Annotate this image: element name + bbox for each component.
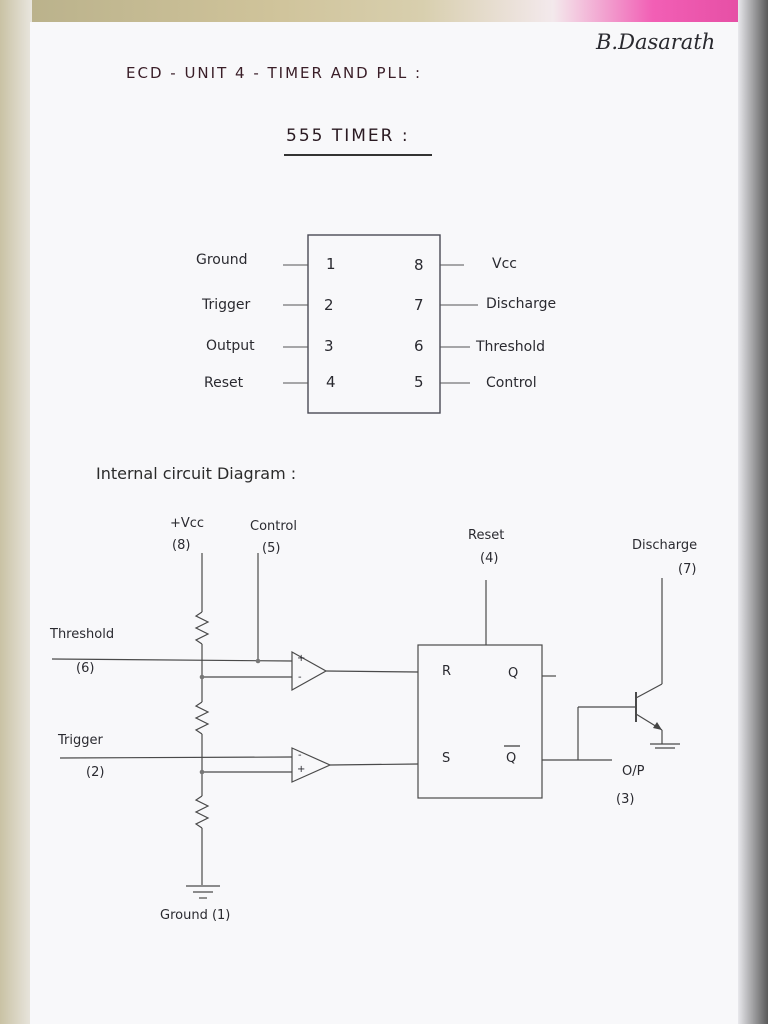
transistor-collector <box>635 683 663 699</box>
label-vcc: +Vcc <box>170 516 205 531</box>
pin-label-ground: Ground <box>196 252 248 268</box>
threshold-wire <box>51 658 293 662</box>
label-ground: Ground (1) <box>160 908 231 923</box>
label-control: Control <box>250 519 297 534</box>
section-subtitle: 555 TIMER : <box>286 126 410 146</box>
comparator-upper-plus: + <box>297 653 306 664</box>
label-output: O/P <box>622 764 645 779</box>
label-discharge-pin: (7) <box>678 562 697 577</box>
pin-label-output: Output <box>206 338 255 354</box>
photo-background-top <box>0 0 768 26</box>
label-discharge: Discharge <box>632 538 698 553</box>
node-divider-upper <box>199 674 205 680</box>
internal-circuit-title: Internal circuit Diagram : <box>96 464 297 483</box>
node-divider-lower <box>199 769 205 775</box>
pin-label-threshold: Threshold <box>476 339 545 355</box>
label-trigger: Trigger <box>58 733 103 748</box>
comparator-upper <box>291 650 328 692</box>
emitter-arrow <box>653 722 662 730</box>
pin-number-3: 3 <box>324 337 334 355</box>
author-name: B.Dasarath <box>596 30 716 54</box>
page-heading: ECD - UNIT 4 - TIMER AND PLL : <box>126 64 423 82</box>
label-threshold-pin: (6) <box>76 661 95 676</box>
pin-number-2: 2 <box>324 296 334 314</box>
comparator1-output-wire <box>325 670 419 673</box>
pin-number-5: 5 <box>414 373 424 391</box>
pin-label-control: Control <box>486 375 537 391</box>
subtitle-underline <box>284 154 432 156</box>
photo-background-left <box>0 0 32 1024</box>
photo-background-right <box>738 0 768 1024</box>
label-reset-pin: (4) <box>480 551 499 566</box>
label-threshold: Threshold <box>50 627 115 642</box>
pin-number-8: 8 <box>414 256 424 274</box>
label-trigger-pin: (2) <box>86 765 105 780</box>
pin-leads <box>283 264 478 384</box>
comparator-lower-minus: - <box>298 750 302 761</box>
label-control-pin: (5) <box>262 541 281 556</box>
flip-flop-qbar-label: Q <box>506 751 517 766</box>
comparator2-output-wire <box>329 763 419 766</box>
pin-number-4: 4 <box>326 373 336 391</box>
pin-label-reset: Reset <box>204 375 244 391</box>
comparator-lower-plus: + <box>297 764 306 775</box>
label-output-pin: (3) <box>616 792 635 807</box>
comparator-lower <box>291 747 332 783</box>
flip-flop-r-label: R <box>442 664 452 679</box>
label-vcc-pin: (8) <box>172 538 191 553</box>
notebook-page <box>30 22 738 1024</box>
pin-number-1: 1 <box>326 255 336 273</box>
ic-package-outline <box>307 234 441 414</box>
pin-label-trigger: Trigger <box>202 297 251 313</box>
pin-number-6: 6 <box>414 337 424 355</box>
pin-label-discharge: Discharge <box>486 296 557 312</box>
flip-flop-q-label: Q <box>508 666 519 681</box>
pin-label-vcc: Vcc <box>492 256 517 272</box>
resistor-middle <box>194 701 210 735</box>
comparator-upper-minus: - <box>298 672 302 683</box>
label-reset: Reset <box>468 528 505 543</box>
trigger-wire <box>59 756 293 759</box>
resistor-bottom <box>194 795 210 829</box>
node-control <box>255 658 261 664</box>
resistor-top <box>194 611 210 645</box>
flip-flop-s-label: S <box>442 751 451 766</box>
pin-number-7: 7 <box>414 296 424 314</box>
flip-flop-box <box>417 644 543 799</box>
